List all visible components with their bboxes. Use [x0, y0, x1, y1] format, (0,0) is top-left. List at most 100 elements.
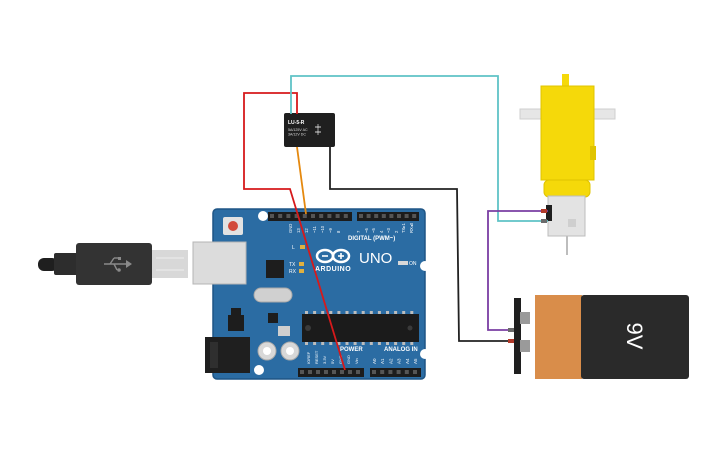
wires[interactable]	[243, 75, 548, 371]
led-tx-label: TX	[289, 262, 296, 268]
chip-pin	[410, 342, 414, 345]
digital-pin-label: 8	[336, 230, 341, 233]
chip-pin	[394, 342, 398, 345]
chip-pin	[361, 342, 365, 345]
led-rx-label: RX	[289, 269, 297, 275]
header-pin[interactable]	[348, 370, 352, 374]
chip-pin	[386, 311, 389, 314]
battery-body-orange	[535, 295, 582, 379]
arduino-infinity-icon	[315, 248, 351, 264]
header-pin[interactable]	[359, 214, 363, 218]
chip-pin	[410, 311, 414, 314]
wire-red-relay-to-5v[interactable]	[243, 92, 346, 371]
digital-pin-label: ~6	[364, 228, 369, 233]
header-pin[interactable]	[397, 214, 401, 218]
reset-button-cap[interactable]	[228, 221, 238, 231]
led-rx	[299, 269, 304, 273]
mount-hole	[420, 349, 430, 359]
header-pin[interactable]	[286, 214, 291, 218]
voltage-regulator	[228, 315, 244, 331]
board-model: UNO	[359, 250, 392, 267]
chip-pin	[369, 342, 373, 345]
usb-plug-metal	[152, 250, 188, 278]
usb-cable-tail	[38, 258, 58, 271]
wire-purple-motor-to-battery[interactable]	[487, 210, 548, 331]
header-pin[interactable]	[404, 214, 409, 218]
dc-gear-motor[interactable]	[519, 74, 616, 255]
header-pin[interactable]	[300, 370, 304, 374]
header-pin[interactable]	[316, 370, 320, 374]
usb-cable[interactable]	[38, 243, 188, 285]
header-pin[interactable]	[311, 214, 315, 218]
digital-header-left[interactable]	[268, 212, 352, 221]
header-pin[interactable]	[343, 214, 348, 218]
digital-pin-label: 4	[379, 230, 384, 233]
battery-body-black	[581, 295, 689, 379]
battery-cap	[514, 298, 521, 374]
header-pin[interactable]	[308, 370, 312, 374]
header-pin[interactable]	[374, 214, 379, 218]
relay-body	[284, 113, 335, 147]
usb-icon	[104, 257, 132, 272]
relay-module[interactable]: LU-5-R 5A/125V AC 3A/12V DC	[284, 113, 335, 147]
header-pin[interactable]	[340, 370, 344, 374]
power-pin-label: IOREF	[306, 351, 311, 364]
power-header[interactable]	[298, 368, 364, 377]
digital-header-holes[interactable]	[270, 214, 417, 218]
header-pin[interactable]	[278, 214, 283, 218]
chip-pins-top	[305, 311, 414, 314]
header-pin[interactable]	[327, 214, 332, 218]
wire-cyan-relay-to-motor[interactable]	[290, 75, 548, 222]
header-pin[interactable]	[404, 370, 409, 374]
power-pin-label: Vin	[354, 358, 359, 364]
usb-b-port	[192, 241, 247, 285]
power-pin-label: 3.3V	[322, 355, 327, 364]
header-pin[interactable]	[372, 370, 376, 374]
chip-pin	[377, 311, 381, 314]
on-label: ON	[409, 261, 417, 267]
header-pin[interactable]	[356, 370, 360, 374]
chip-pin	[329, 342, 333, 345]
digital-header-label: DIGITAL (PWM~)	[348, 236, 395, 242]
motor-can	[547, 195, 586, 237]
header-pin[interactable]	[413, 370, 417, 374]
led-l-label: L	[292, 245, 295, 251]
header-pin[interactable]	[335, 214, 340, 218]
small-chip	[268, 313, 278, 323]
analog-pin-label: A3	[397, 358, 402, 364]
header-pin[interactable]	[380, 370, 385, 374]
header-pin[interactable]	[412, 214, 417, 218]
header-pin[interactable]	[302, 214, 307, 218]
atmega328-chip	[302, 314, 419, 342]
header-pin[interactable]	[366, 214, 371, 218]
chip-pin	[394, 311, 398, 314]
digital-pin-label: RX◂0	[409, 222, 414, 233]
wire-orange-relay-to-pin[interactable]	[296, 146, 307, 215]
header-pin[interactable]	[319, 214, 324, 218]
header-pin[interactable]	[389, 214, 394, 218]
chip-pin	[386, 342, 389, 345]
header-pin[interactable]	[396, 370, 401, 374]
header-pin[interactable]	[332, 370, 336, 374]
battery-9v[interactable]: 9V	[514, 295, 689, 379]
bottom-header-holes[interactable]	[300, 370, 417, 374]
header-pin[interactable]	[324, 370, 328, 374]
chip-pin	[305, 311, 308, 314]
header-pin[interactable]	[270, 214, 274, 218]
digital-pin-label: ~11	[312, 226, 317, 233]
chip-pin	[321, 342, 325, 345]
header-pin[interactable]	[381, 214, 386, 218]
chip-pin	[353, 342, 357, 345]
wire-black-relay-to-battery[interactable]	[329, 147, 512, 342]
analog-header-label: ANALOG IN	[384, 347, 418, 353]
header-pin[interactable]	[294, 214, 299, 218]
battery-terminal-positive	[520, 312, 530, 324]
digital-header-right[interactable]	[357, 212, 419, 221]
analog-header[interactable]	[370, 368, 421, 377]
chip-pin	[345, 342, 349, 345]
header-pin[interactable]	[388, 370, 393, 374]
digital-pin-label: ~9	[328, 228, 333, 233]
